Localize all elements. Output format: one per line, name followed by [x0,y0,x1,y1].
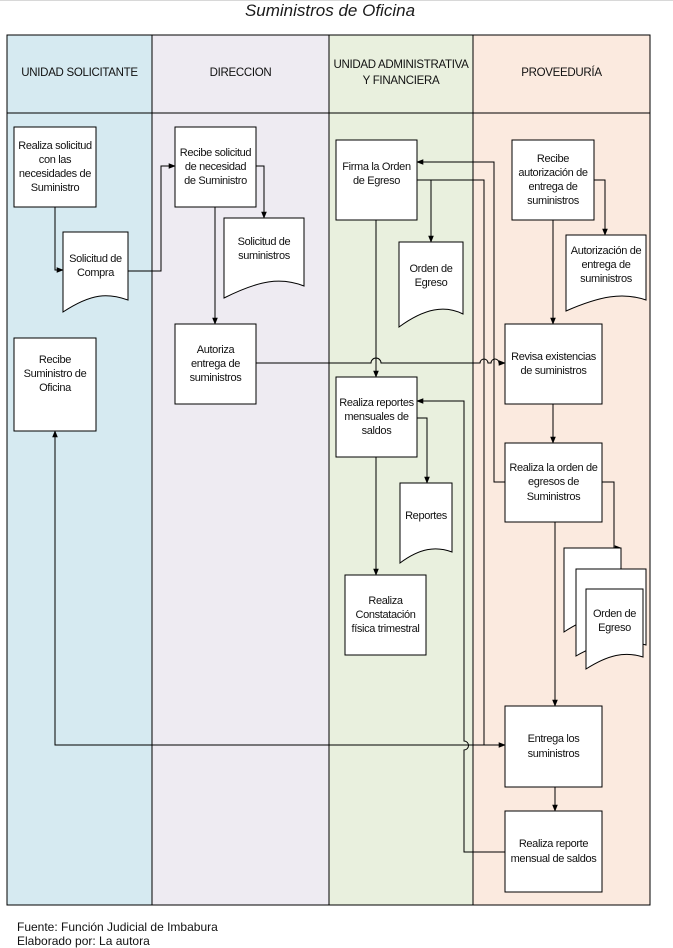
label-autorizacion-doc: Autorización de entrega de suministros [571,245,642,285]
label-firma-orden: Firma la Orden de Egreso [342,161,411,187]
arrow-reportes-to-doc [417,417,430,484]
doc-reportes [399,482,453,564]
label-realiza-orden: Realiza la orden de egresos de Suministr… [509,462,597,502]
box-recibe-autorizacion [511,139,595,221]
arrow-orden-to-firma [416,159,505,483]
box-reporte-mensual [504,810,603,893]
arrow-recibe-autorizacion-to-doc [594,179,608,236]
label-orden-egreso-multi: Orden de Egreso [593,608,636,634]
page-title: Suministros de Oficina [244,1,416,20]
box-recibe-solicitud [174,126,257,208]
label-recibe-autorizacion: Recibe autorización de entrega de sumini… [518,153,588,207]
lane-header-proveeduria: PROVEEDURÍA [521,67,602,79]
doc-orden-egreso [398,241,464,328]
box-recibe-suministro [13,337,97,432]
doc-solicitud-suministros [223,217,305,299]
label-reportes-doc: Reportes [405,510,447,522]
arrow-autoriza-to-revisa [256,357,506,366]
arrow-firma-to-entrega [416,179,506,748]
label-constatacion: Realiza Constatación física trimestral [351,595,419,635]
box-realiza-orden [504,442,603,523]
footer-author: Elaborado por: La autora [17,934,150,948]
label-realiza-reportes: Realiza reportes mensuales de saldos [339,397,414,437]
label-solicitud-compra: Solicitud de Compra [69,253,122,279]
doc-autorizacion [565,234,647,312]
document-shapes [62,217,647,670]
window-top-border [0,0,673,1]
box-firma-orden [335,139,418,221]
doc-multi-front [585,588,644,670]
box-realiza-solicitud [13,126,97,208]
lane-header-solicitante: UNIDAD SOLICITANTE [21,67,138,79]
process-boxes [13,126,603,893]
lane-grid [6,34,651,906]
label-recibe-solicitud: Recibe solicitud de necesidad de Suminis… [180,147,252,187]
label-autoriza-entrega: Autoriza entrega de suministros [190,344,242,384]
box-revisa-existencias [504,323,603,405]
lane-header-administrativa: UNIDAD ADMINISTRATIVA Y FINANCIERA [333,59,468,87]
label-revisa-existencias: Revisa existencias de suministros [511,351,596,377]
arrow-doc-to-recibe-solicitud [128,163,176,272]
lane-header-direccion: DIRECCION [210,67,272,79]
box-autoriza-entrega [174,323,257,405]
doc-solicitud-compra [62,231,129,313]
label-entrega: Entrega los suministros [528,733,580,759]
box-entrega [504,705,603,788]
box-constatacion [344,574,427,656]
label-solicitud-suministros: Solicitud de suministros [238,236,291,262]
arrow-entrega-to-recibe-suministro [52,430,505,746]
label-reporte-mensual: Realiza reporte mensual de saldos [511,838,597,864]
label-realiza-solicitud: Realiza solicitud con las necesidades de… [18,140,92,194]
box-realiza-reportes [335,376,418,458]
arrow-reporte-to-reportes-mensuales [416,398,505,853]
footer-source: Fuente: Función Judicial de Imbabura [17,920,218,934]
label-orden-egreso-doc: Orden de Egreso [409,263,452,289]
arrow-recibe-solicitud-to-doc [256,165,267,219]
connectors [52,159,622,853]
label-recibe-suministro: Recibe Suministro de Oficina [24,354,87,394]
arrow-solicitud-to-doc [54,207,64,273]
